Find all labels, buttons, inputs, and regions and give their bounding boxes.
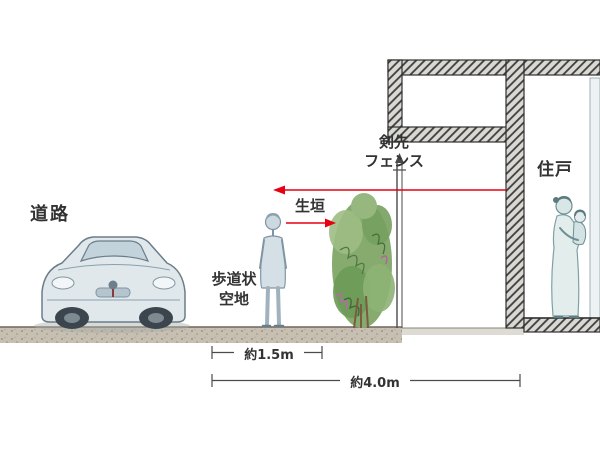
sidewalk-space-label-line1: 歩道状 [211,270,257,288]
spike-fence-label: 剣先 フェンス [356,133,432,171]
red-arrow-long [273,185,506,195]
dwelling-label: 住戸 [537,160,573,180]
dimension-sidewalk-width: 約1.5m [234,344,304,363]
building-section-illustration [387,59,600,333]
dimension-total-width: 約4.0m [340,372,410,391]
car-illustration [34,236,190,333]
pedestrian-figure [259,213,287,328]
resident-figure [551,196,587,319]
sidewalk-space-label: 歩道状 空地 [202,270,266,309]
hedge-label: 生垣 [295,197,326,215]
sidewalk-space-label-line2: 空地 [218,289,249,308]
spike-fence-label-line1: 剣先 [378,133,409,151]
road-label: 道路 [30,204,70,225]
hedge-illustration [329,193,395,329]
red-arrow-hedge [286,218,336,228]
spike-fence-label-line2: フェンス [364,151,424,170]
spike-fence-illustration [393,153,406,328]
